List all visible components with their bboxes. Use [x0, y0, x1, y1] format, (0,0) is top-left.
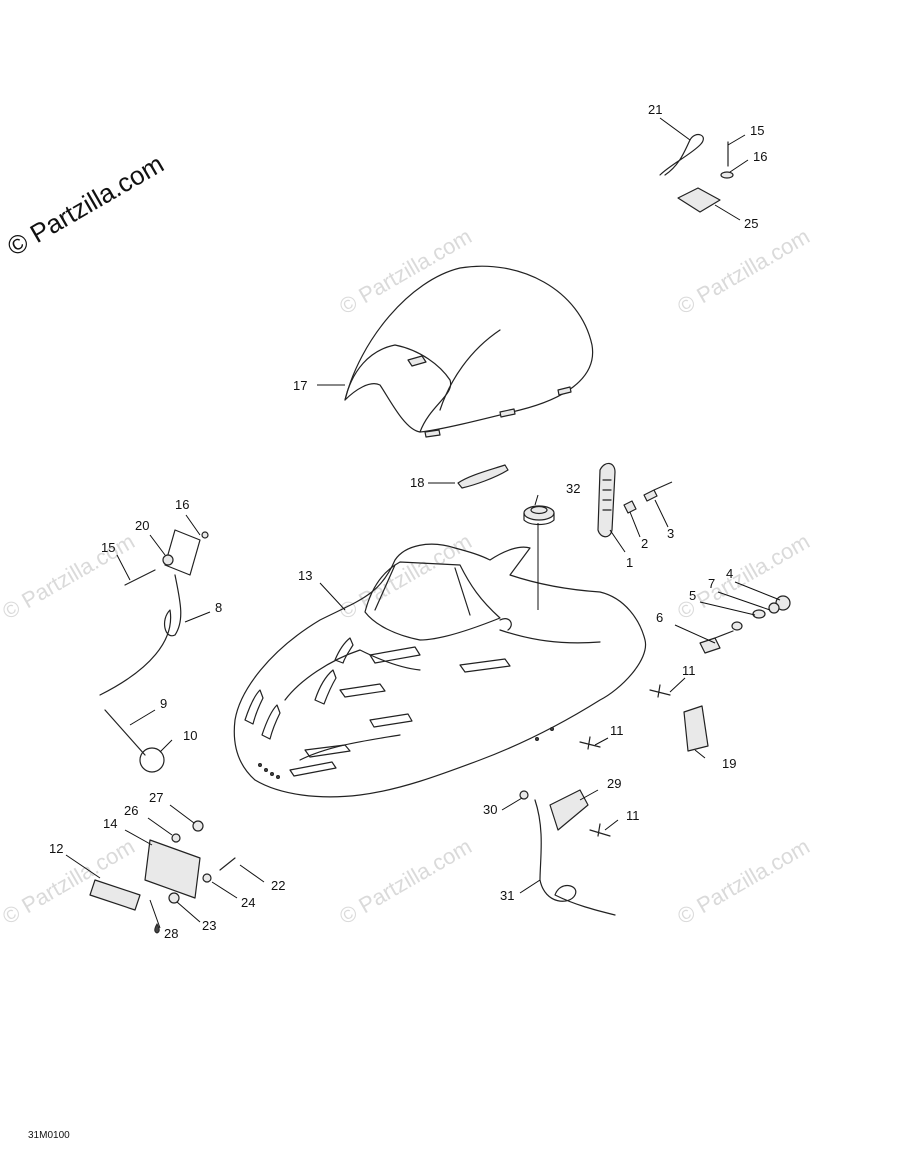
callout-31: 31: [500, 888, 514, 903]
part-22-bolt: [219, 857, 236, 871]
part-1-latch: [597, 462, 616, 538]
part-10-ring: [139, 747, 165, 773]
callout-29: 29: [607, 776, 621, 791]
part-20-nut: [162, 554, 174, 566]
callout-17: 17: [293, 378, 307, 393]
watermark-text: © Partzilla.com: [335, 224, 476, 320]
part-15-rivet: [124, 569, 156, 586]
callout-28: 28: [164, 926, 178, 941]
callout-21: 21: [648, 102, 662, 117]
part-18-strap: [457, 464, 509, 489]
callout-1: 1: [626, 555, 633, 570]
part-12-plate: [89, 879, 141, 911]
part-26-washer: [171, 833, 181, 843]
watermark-text: © Partzilla.com: [0, 834, 139, 930]
callout-4: 4: [726, 566, 733, 581]
part-20-plate: [164, 529, 201, 576]
part-29-bracket: [549, 789, 589, 831]
part-17-shell: [344, 265, 594, 438]
callout-15-top: 15: [750, 123, 764, 138]
callout-23: 23: [202, 918, 216, 933]
callout-16-top: 16: [753, 149, 767, 164]
callout-16-left: 16: [175, 497, 189, 512]
part-3-rivet: [643, 481, 673, 502]
part-11-rivet: [589, 823, 611, 837]
part-27-nut: [192, 820, 204, 832]
diagram-code: 31M0100: [28, 1130, 70, 1141]
watermark-text: © Partzilla.com: [673, 529, 814, 625]
watermark-text: © Partzilla.com: [0, 529, 139, 625]
part-16-washer: [201, 531, 209, 539]
part-11-rivet: [649, 684, 671, 698]
part-24-washer: [202, 873, 212, 883]
callout-14: 14: [103, 816, 117, 831]
callout-22: 22: [271, 878, 285, 893]
callout-18: 18: [410, 475, 424, 490]
callout-19: 19: [722, 756, 736, 771]
fastener-stack-4-7: [699, 595, 791, 654]
callout-11-middle: 11: [610, 723, 624, 738]
part-11-rivet: [579, 736, 601, 750]
callout-27: 27: [149, 790, 163, 805]
part-19-bracket: [683, 705, 709, 752]
part-31-cable: [534, 799, 616, 916]
part-14-hinge: [144, 839, 201, 899]
part-28-drop: [154, 923, 160, 934]
callout-12: 12: [49, 841, 63, 856]
watermark-text: © Partzilla.com: [335, 529, 476, 625]
part-2-bushing: [623, 500, 637, 514]
leader-lines: [65, 117, 781, 929]
callout-10: 10: [183, 728, 197, 743]
callout-3: 3: [667, 526, 674, 541]
callout-9: 9: [160, 696, 167, 711]
part-32-grommet: [523, 505, 555, 526]
part-21-tie: [659, 133, 704, 176]
part-13-hood: [233, 543, 647, 798]
callout-20: 20: [135, 518, 149, 533]
part-30-washer: [519, 790, 529, 800]
watermark-text: © Partzilla.com: [673, 834, 814, 930]
callout-30: 30: [483, 802, 497, 817]
part-25-mount: [677, 187, 721, 213]
callout-11-upper: 11: [682, 663, 696, 678]
watermark-text: © Partzilla.com: [673, 224, 814, 320]
part-23-nut: [168, 892, 180, 904]
callout-11-lower: 11: [626, 808, 640, 823]
callout-13: 13: [298, 568, 312, 583]
part-16-washer: [720, 171, 734, 179]
callout-7: 7: [708, 576, 715, 591]
callout-15-left: 15: [101, 540, 115, 555]
callout-6: 6: [656, 610, 663, 625]
callout-24: 24: [241, 895, 255, 910]
callout-2: 2: [641, 536, 648, 551]
callout-labels: 1 2 3 4 5 6 7 8 9 10 11 11 11 11 12 13 1…: [49, 102, 767, 941]
callout-5: 5: [689, 588, 696, 603]
callout-26: 26: [124, 803, 138, 818]
callout-32: 32: [566, 481, 580, 496]
watermark-text: © Partzilla.com: [335, 834, 476, 930]
watermark-layer: © Partzilla.com © Partzilla.com © Partzi…: [0, 224, 814, 930]
callout-25: 25: [744, 216, 758, 231]
callout-8: 8: [215, 600, 222, 615]
part-9-rod: [104, 709, 146, 756]
part-8-cable: [99, 574, 182, 696]
